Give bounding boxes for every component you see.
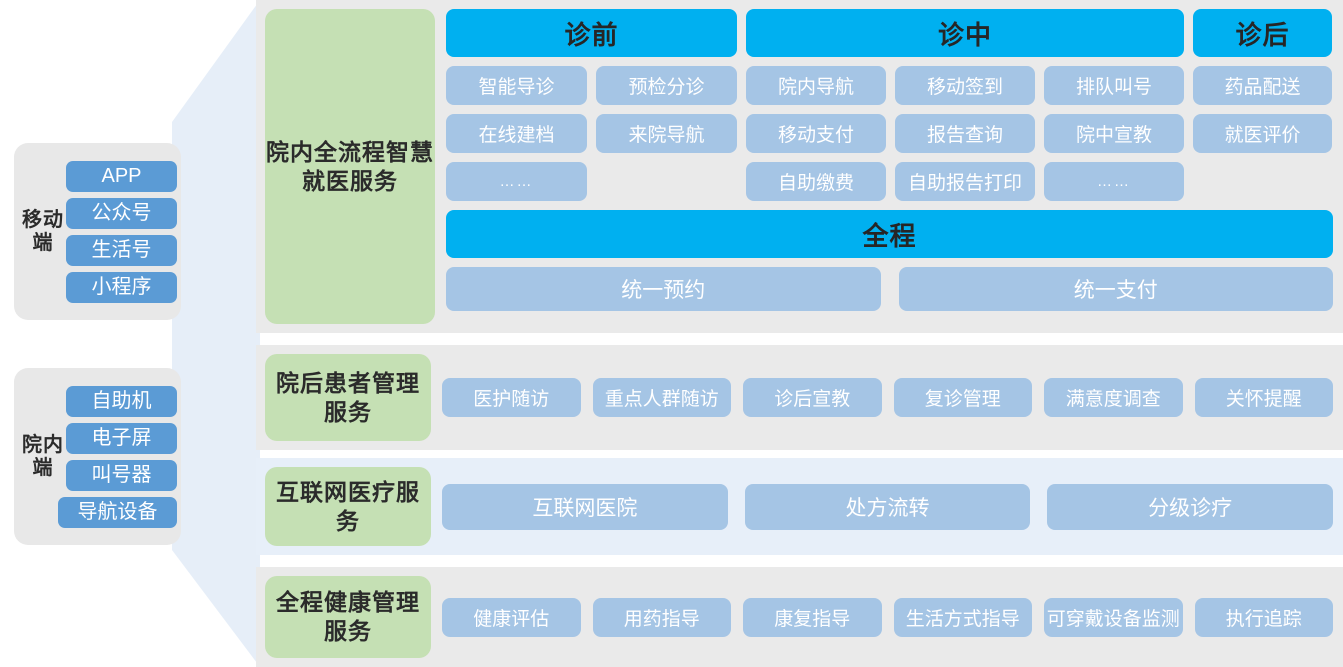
terminal-chip-list-in-hospital: 自助机 电子屏 叫号器 导航设备 [58, 385, 181, 528]
phase-banner-pre-visit: 诊前 [446, 9, 737, 57]
full-journey-block: 全程 统一预约 统一支付 [446, 210, 1333, 311]
service-card-placeholder [596, 162, 737, 201]
section-label-full-flow: 院内全流程智慧就医服务 [265, 9, 435, 324]
service-card-in-hospital-education[interactable]: 院中宣教 [1044, 114, 1184, 153]
phase-row: 自助缴费 自助报告打印 …… [746, 162, 1184, 201]
terminal-chip-public-account[interactable]: 公众号 [66, 197, 177, 229]
terminal-chip-self-service-machine[interactable]: 自助机 [66, 385, 177, 417]
phase-column-pre-visit: 诊前 智能导诊 预检分诊 在线建档 来院导航 …… [446, 9, 737, 201]
service-card-hierarchical-diagnosis[interactable]: 分级诊疗 [1047, 483, 1334, 530]
service-card-unified-appointment[interactable]: 统一预约 [446, 267, 881, 311]
service-card-internet-hospital[interactable]: 互联网医院 [442, 483, 728, 530]
section-post-discharge: 院后患者管理服务 医护随访 重点人群随访 诊后宣教 复诊管理 满意度调查 关怀提… [256, 345, 1343, 450]
phase-row: 智能导诊 预检分诊 [446, 66, 737, 105]
service-card-health-assessment[interactable]: 健康评估 [442, 597, 581, 637]
service-card-mobile-check-in[interactable]: 移动签到 [895, 66, 1035, 105]
phase-grid-pre-visit: 智能导诊 预检分诊 在线建档 来院导航 …… [446, 66, 737, 201]
phase-grid-during-visit: 院内导航 移动签到 排队叫号 移动支付 报告查询 院中宣教 自助缴费 自助报告打… [746, 66, 1184, 201]
service-card-medication-guidance[interactable]: 用药指导 [592, 597, 731, 637]
service-card-satisfaction-survey[interactable]: 满意度调查 [1044, 378, 1183, 417]
terminal-chip-app[interactable]: APP [66, 160, 177, 192]
terminal-panel-mobile: 移动端 APP 公众号 生活号 小程序 [14, 143, 181, 320]
phase-banner-during-visit: 诊中 [746, 9, 1184, 57]
phase-row: …… [446, 162, 737, 201]
service-card-row: 健康评估 用药指导 康复指导 生活方式指导 可穿戴设备监测 执行追踪 [442, 597, 1333, 637]
service-card-queue-calling[interactable]: 排队叫号 [1044, 66, 1184, 105]
terminal-chip-queue-caller[interactable]: 叫号器 [66, 459, 177, 491]
service-card-mobile-payment[interactable]: 移动支付 [746, 114, 886, 153]
service-card-more-pre-visit[interactable]: …… [446, 162, 587, 201]
phase-row: 在线建档 来院导航 [446, 114, 737, 153]
service-card-care-reminder[interactable]: 关怀提醒 [1194, 378, 1333, 417]
section-label-internet-medical: 互联网医疗服务 [265, 467, 431, 546]
terminal-chip-navigation-device[interactable]: 导航设备 [58, 496, 177, 528]
section-label-health-management: 全程健康管理服务 [265, 576, 431, 658]
service-card-prescription-circulation[interactable]: 处方流转 [744, 483, 1031, 530]
phase-banner-post-visit: 诊后 [1193, 9, 1332, 57]
service-card-placeholder [1193, 162, 1332, 201]
service-card-smart-triage[interactable]: 智能导诊 [446, 66, 587, 105]
phase-row: 移动支付 报告查询 院中宣教 [746, 114, 1184, 153]
service-card-lifestyle-guidance[interactable]: 生活方式指导 [893, 597, 1032, 637]
service-card-unified-payment[interactable]: 统一支付 [898, 267, 1333, 311]
phase-columns: 诊前 智能导诊 预检分诊 在线建档 来院导航 …… [446, 9, 1333, 201]
service-card-revisit-management[interactable]: 复诊管理 [893, 378, 1032, 417]
section-full-flow: 院内全流程智慧就医服务 诊前 智能导诊 预检分诊 在线建档 来院导航 [256, 0, 1343, 333]
phase-column-post-visit: 诊后 药品配送 就医评价 [1193, 9, 1332, 201]
phase-grid-post-visit: 药品配送 就医评价 [1193, 66, 1332, 201]
terminal-title-in-hospital: 院内端 [22, 433, 64, 479]
phase-row: 院内导航 移动签到 排队叫号 [746, 66, 1184, 105]
service-card-more-during-visit[interactable]: …… [1044, 162, 1184, 201]
section-body-post-discharge: 医护随访 重点人群随访 诊后宣教 复诊管理 满意度调查 关怀提醒 [431, 354, 1333, 441]
funnel-connector-shape [172, 0, 260, 667]
full-journey-card-row: 统一预约 统一支付 [446, 267, 1333, 311]
service-card-row: 互联网医院 处方流转 分级诊疗 [442, 483, 1334, 530]
service-card-medical-follow-up[interactable]: 医护随访 [442, 378, 581, 417]
full-journey-banner: 全程 [446, 210, 1333, 258]
phase-column-during-visit: 诊中 院内导航 移动签到 排队叫号 移动支付 报告查询 院中宣教 [746, 9, 1184, 201]
terminal-panel-in-hospital: 院内端 自助机 电子屏 叫号器 导航设备 [14, 368, 181, 545]
terminal-chip-mini-program[interactable]: 小程序 [66, 271, 177, 303]
terminal-chip-life-account[interactable]: 生活号 [66, 234, 177, 266]
section-body-internet-medical: 互联网医院 处方流转 分级诊疗 [431, 467, 1334, 546]
service-card-rehabilitation-guidance[interactable]: 康复指导 [743, 597, 882, 637]
service-card-medicine-delivery[interactable]: 药品配送 [1193, 66, 1332, 105]
service-card-hospital-arrival-navigation[interactable]: 来院导航 [596, 114, 737, 153]
service-card-self-service-report-printing[interactable]: 自助报告打印 [895, 162, 1035, 201]
service-card-execution-tracking[interactable]: 执行追踪 [1194, 597, 1333, 637]
service-card-in-hospital-navigation[interactable]: 院内导航 [746, 66, 886, 105]
service-card-online-record-creation[interactable]: 在线建档 [446, 114, 587, 153]
terminal-title-mobile: 移动端 [22, 208, 64, 254]
section-body-health-management: 健康评估 用药指导 康复指导 生活方式指导 可穿戴设备监测 执行追踪 [431, 576, 1333, 658]
service-card-visit-evaluation[interactable]: 就医评价 [1193, 114, 1332, 153]
terminal-chip-list-mobile: APP 公众号 生活号 小程序 [66, 160, 181, 303]
phase-row [1193, 162, 1332, 201]
service-card-self-service-payment[interactable]: 自助缴费 [746, 162, 886, 201]
phase-row: 就医评价 [1193, 114, 1332, 153]
phase-row: 药品配送 [1193, 66, 1332, 105]
service-card-post-visit-education[interactable]: 诊后宣教 [743, 378, 882, 417]
service-card-report-inquiry[interactable]: 报告查询 [895, 114, 1035, 153]
section-label-post-discharge: 院后患者管理服务 [265, 354, 431, 441]
section-internet-medical: 互联网医疗服务 互联网医院 处方流转 分级诊疗 [256, 458, 1343, 555]
terminal-chip-electronic-screen[interactable]: 电子屏 [66, 422, 177, 454]
service-card-pre-examination-triage[interactable]: 预检分诊 [596, 66, 737, 105]
service-card-key-population-follow-up[interactable]: 重点人群随访 [592, 378, 731, 417]
service-card-row: 医护随访 重点人群随访 诊后宣教 复诊管理 满意度调查 关怀提醒 [442, 378, 1333, 417]
service-card-wearable-device-monitoring[interactable]: 可穿戴设备监测 [1044, 597, 1183, 637]
section-body-full-flow: 诊前 智能导诊 预检分诊 在线建档 来院导航 …… [435, 9, 1333, 324]
section-health-management: 全程健康管理服务 健康评估 用药指导 康复指导 生活方式指导 可穿戴设备监测 执… [256, 567, 1343, 667]
